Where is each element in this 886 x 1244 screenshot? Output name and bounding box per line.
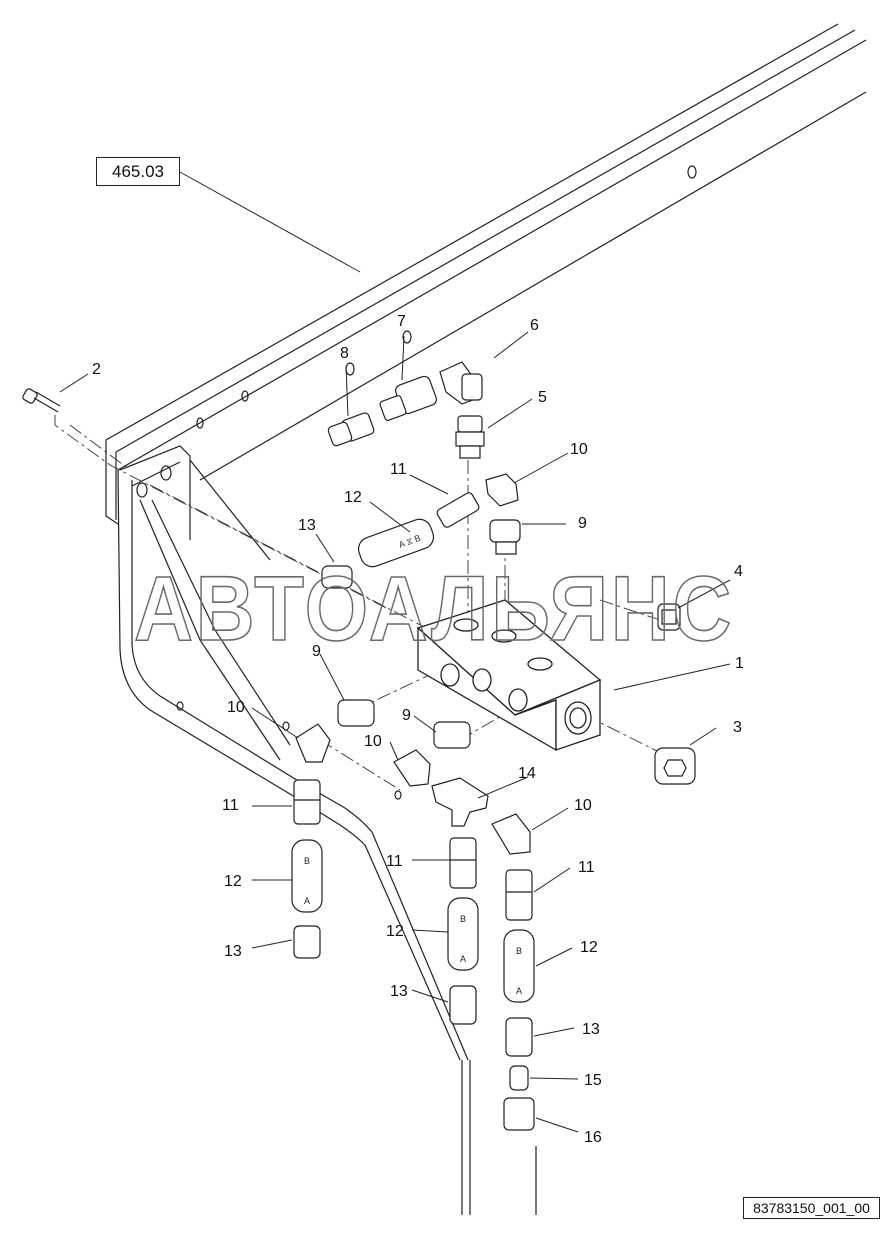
fitting-part-11-middle [450, 838, 476, 888]
callout-16: 16 [584, 1129, 602, 1146]
callout-11: 11 [222, 797, 239, 814]
callout-9: 9 [312, 643, 321, 660]
callouts: 1 2 3 4 5 6 7 8 9 9 9 10 10 10 10 11 11 … [92, 313, 744, 1146]
callout-13: 13 [298, 517, 316, 534]
callout-12: 12 [580, 939, 598, 956]
callout-10: 10 [574, 797, 592, 814]
callout-10: 10 [570, 441, 588, 458]
callout-4: 4 [734, 563, 743, 580]
callout-11: 11 [578, 859, 595, 876]
callout-9: 9 [578, 515, 587, 532]
callout-3: 3 [733, 719, 742, 736]
elbow-part-10-right [492, 814, 530, 854]
callout-10: 10 [364, 733, 382, 750]
fitting-part-11-right [506, 870, 532, 920]
adapter-part-5 [456, 416, 484, 458]
nut-part-16 [504, 1098, 534, 1130]
callout-10: 10 [227, 699, 245, 716]
callout-13: 13 [390, 983, 408, 1000]
valve-marking-a: A [304, 896, 310, 906]
callout-12: 12 [344, 489, 362, 506]
valve-marking-b: B [304, 856, 310, 866]
fitting-part-11-upper [436, 491, 481, 528]
sleeve-part-15 [510, 1066, 528, 1090]
callout-13: 13 [582, 1021, 600, 1038]
nipple-part-9-middle [338, 700, 374, 726]
valve-marking-b: B [516, 946, 522, 956]
plug-part-3 [655, 748, 695, 784]
elbow-part-6 [440, 362, 482, 404]
callout-5: 5 [538, 389, 547, 406]
callout-12: 12 [224, 873, 242, 890]
nipple-part-9-lower [434, 722, 470, 748]
callout-9: 9 [402, 707, 411, 724]
coupler-part-7 [379, 375, 438, 421]
bolt-part-2 [22, 388, 60, 412]
callout-11: 11 [390, 461, 407, 478]
document-id: 83783150_001_00 [753, 1200, 870, 1216]
valve-markings: B A B A B A [304, 856, 522, 996]
callout-12: 12 [386, 923, 404, 940]
reference-label[interactable]: 465.03 [112, 161, 164, 181]
watermark: АВТОАЛЬЯНС [134, 558, 734, 660]
nipple-part-13-middle [450, 986, 476, 1024]
check-valve-part-12-middle [448, 898, 478, 970]
callout-8: 8 [340, 345, 349, 362]
valve-marking-b: B [460, 914, 466, 924]
valve-marking-a: A [516, 986, 522, 996]
assembly-center-lines [55, 415, 665, 790]
callout-11: 11 [386, 853, 403, 870]
tee-part-14 [432, 778, 488, 826]
manifold-block [418, 600, 600, 750]
plug-part-4 [658, 604, 680, 630]
callout-15: 15 [584, 1072, 602, 1089]
valve-marking-a: A [460, 954, 466, 964]
callout-14: 14 [518, 765, 536, 782]
callout-7: 7 [397, 313, 406, 330]
elbow-part-10-middle [394, 750, 430, 786]
check-valve-part-12-left [292, 840, 322, 912]
fitting-part-11-left [294, 780, 320, 824]
check-valve-part-12-upper: A ⧖ B [355, 516, 437, 570]
nipple-part-9-upper [490, 520, 520, 554]
callout-2: 2 [92, 361, 101, 378]
quick-coupler-part-8 [327, 412, 375, 447]
nipple-part-13-upper [322, 566, 352, 588]
nipple-part-13-right [506, 1018, 532, 1056]
nipple-part-13-left [294, 926, 320, 958]
callout-13: 13 [224, 943, 242, 960]
frame-beam [106, 24, 866, 1215]
reference-label-box[interactable]: 465.03 [96, 157, 180, 186]
fittings: A ⧖ B [22, 362, 695, 1215]
leader-lines [60, 172, 730, 1132]
callout-6: 6 [530, 317, 539, 334]
check-valve-part-12-right [504, 930, 534, 1002]
document-id-box: 83783150_001_00 [743, 1197, 880, 1219]
elbow-part-10-left [296, 724, 330, 762]
callout-1: 1 [735, 655, 744, 672]
elbow-part-10-upper [486, 474, 518, 506]
